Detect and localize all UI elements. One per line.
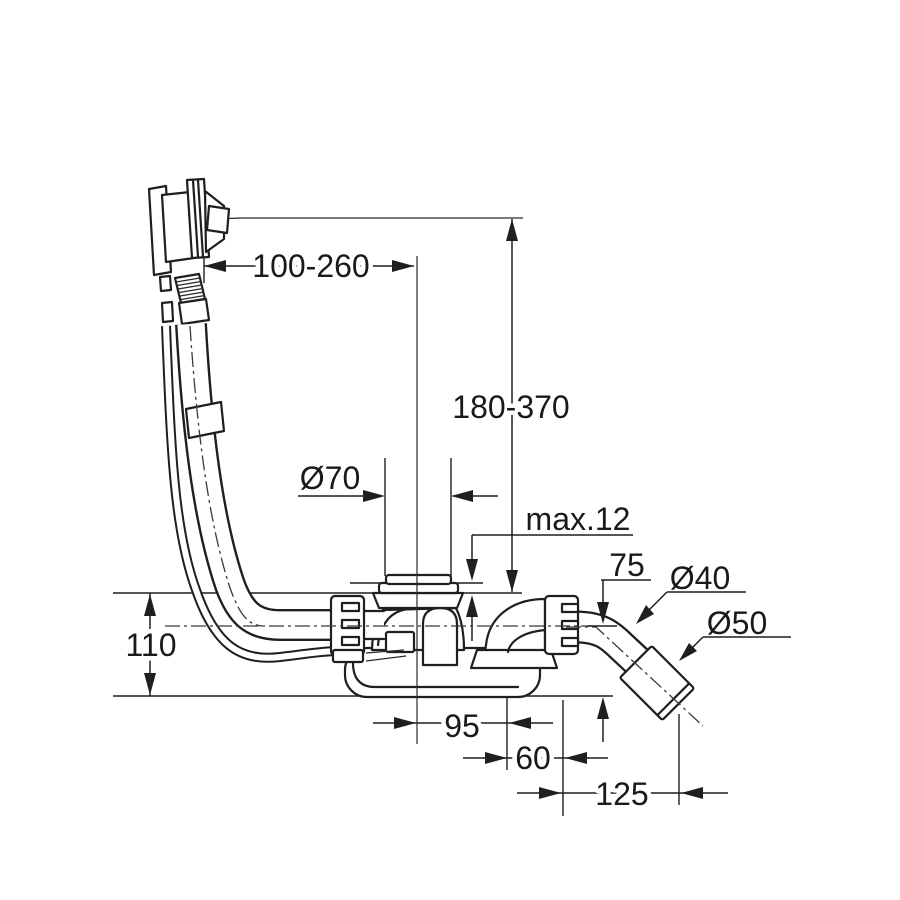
dim-label-flange-diameter: Ø70	[300, 460, 360, 496]
elbow-trumpet	[469, 648, 559, 670]
side-tab	[160, 300, 175, 324]
arrow-down-icon	[466, 559, 478, 581]
elbow-inner-curve	[506, 628, 547, 654]
arrow-leader-icon	[636, 605, 654, 624]
dimension-labels: 100-260 180-370 Ø70 max.12 75 Ø40 Ø50 11…	[121, 244, 767, 817]
nut-slot	[560, 636, 580, 648]
arrow-down-icon	[506, 570, 518, 592]
filler-hose	[161, 325, 336, 663]
arrow-right-icon	[485, 752, 507, 764]
hose-centerline	[189, 325, 263, 627]
arrow-up-icon	[506, 219, 518, 241]
filler-hose-fitting	[331, 648, 365, 664]
arrow-leader-icon	[679, 643, 697, 661]
hose-clamp	[184, 400, 226, 440]
arrow-up-icon	[597, 697, 609, 719]
arrow-left-icon	[565, 752, 587, 764]
outlet-pipe	[575, 610, 662, 686]
bottom-channel-inner	[351, 658, 520, 689]
dim-label-vertical-span: 180-370	[452, 389, 569, 425]
dim-rim-thickness	[466, 534, 633, 641]
arrow-left-icon	[204, 260, 226, 272]
nut-slot	[340, 635, 361, 647]
leader-sleeve-diameter	[679, 636, 791, 661]
arrow-right-icon	[392, 260, 414, 272]
overflow-filler-unit	[147, 177, 231, 326]
leader-pipe-diameter	[636, 591, 746, 624]
dim-label-sleeve-diameter: Ø50	[707, 605, 767, 641]
nut-slot	[340, 618, 361, 630]
inner-bell	[421, 606, 459, 667]
dim-flange-diameter	[298, 490, 498, 502]
arrow-left-icon	[681, 787, 703, 799]
arrow-left-icon	[451, 490, 473, 502]
dim-outlet-offset	[588, 579, 651, 742]
overflow-nut	[177, 297, 211, 326]
dim-label-span-60: 60	[515, 740, 551, 776]
dim-trap-height	[144, 593, 156, 696]
dim-span-95	[373, 717, 553, 729]
dim-label-span-125: 125	[595, 776, 648, 812]
arrow-right-icon	[539, 787, 561, 799]
arrow-right-icon	[394, 717, 416, 729]
dim-span-60	[463, 752, 608, 764]
arrow-right-icon	[363, 490, 385, 502]
dim-label-rim-thickness: max.12	[526, 501, 631, 537]
dim-label-trap-height: 110	[125, 627, 176, 663]
arrow-down-icon	[597, 602, 609, 624]
nut-slot	[340, 601, 361, 613]
escutcheon-edge-lines	[191, 178, 205, 259]
dim-vertical-span	[506, 219, 518, 592]
dim-label-horizontal-span: 100-260	[252, 248, 369, 284]
thread-hatching	[175, 277, 206, 301]
fitting-connector-lines	[365, 649, 407, 662]
tee-stub	[360, 609, 386, 641]
dim-span-125	[517, 787, 728, 799]
nut-slot	[560, 602, 580, 614]
trap-step	[384, 630, 416, 654]
outlet-nut	[543, 594, 580, 656]
outlet-centerline	[566, 626, 704, 727]
arrow-up-icon	[466, 595, 478, 617]
nut-slot	[560, 619, 580, 631]
arrow-up-icon	[144, 594, 156, 616]
side-tab	[158, 274, 173, 293]
arrow-down-icon	[144, 673, 156, 695]
dim-label-span-95: 95	[444, 708, 480, 744]
centerlines	[165, 256, 704, 744]
knob-cylinder	[205, 204, 231, 235]
flange-brim	[384, 573, 453, 586]
dim-horizontal-span	[204, 260, 414, 272]
ext-flange	[384, 458, 452, 576]
seal-backnut	[371, 591, 465, 610]
dim-label-outlet-offset: 75	[609, 547, 645, 583]
arrow-left-icon	[509, 717, 531, 729]
dim-label-pipe-diameter: Ø40	[670, 560, 730, 596]
